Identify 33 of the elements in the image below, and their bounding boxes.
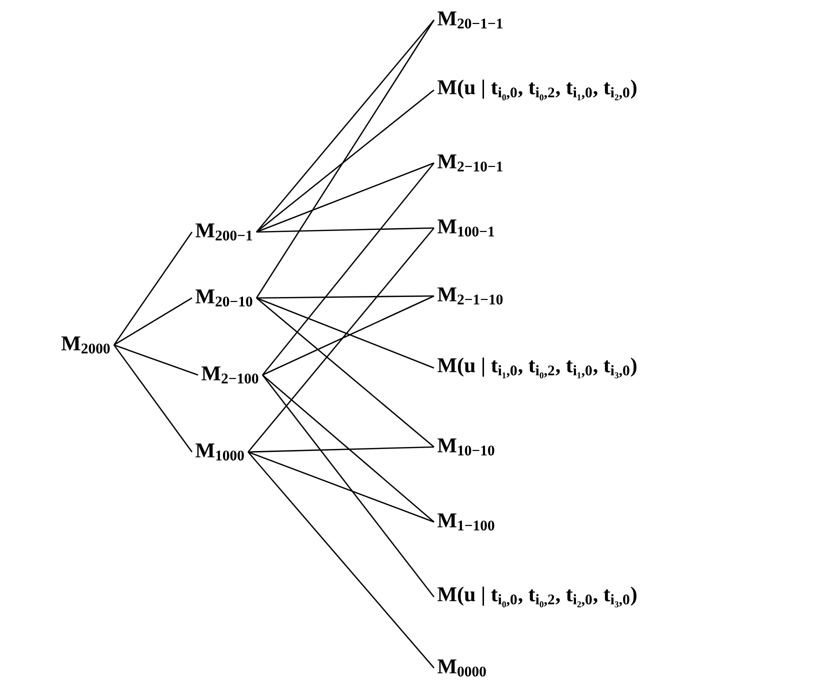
connector-line [256,295,434,299]
node-label: M(u | t$_{i₁,0}$, t$_{i₀,2}$, t$_{i₁,0}$, t$_{i₃,0}$) [438,358,636,378]
node-label: M(u | t$_{i₀,0}$, t$_{i₀,2}$, t$_{i₁,0}$, t$_{i₂,0}$) [438,80,636,100]
connector-line [248,452,434,668]
connector-line [262,374,435,598]
connector-line [113,232,193,346]
node-label: M$_{200−1}$ [196,223,252,240]
node-label: M$_{1000}$ [196,443,244,460]
connector-line [248,228,434,452]
node-label: M$_{2000}$ [61,336,110,354]
connector-line [256,20,435,298]
node-label: M$_{2−100}$ [202,366,258,384]
connector-line [256,297,434,448]
connector-line [256,162,434,233]
node-label: M$_{0000}$ [438,659,486,676]
connector-line [248,446,434,453]
connector-line [256,89,434,232]
node-label: M$_{100−1}$ [438,219,494,236]
connector-line [256,227,434,233]
connector-line [114,344,198,376]
node-label: M$_{20−10}$ [196,289,252,306]
node-label: M(u | t$_{i₀,0}$, t$_{i₀,2}$, t$_{i₂,0}$, t$_{i₃,0}$) [438,586,636,608]
connector-line [248,451,434,523]
connector-line [113,344,193,452]
node-label: M$_{20−1−1}$ [438,11,502,28]
connector-line [256,20,434,232]
connector-line [262,162,435,376]
connector-line [114,297,192,346]
node-label: M$_{2−10−1}$ [438,154,502,172]
node-label: M$_{2−1−10}$ [438,287,503,304]
connector-line [262,374,434,522]
node-label: M$_{10−10}$ [438,438,494,456]
node-label: M$_{1−100}$ [438,513,494,530]
